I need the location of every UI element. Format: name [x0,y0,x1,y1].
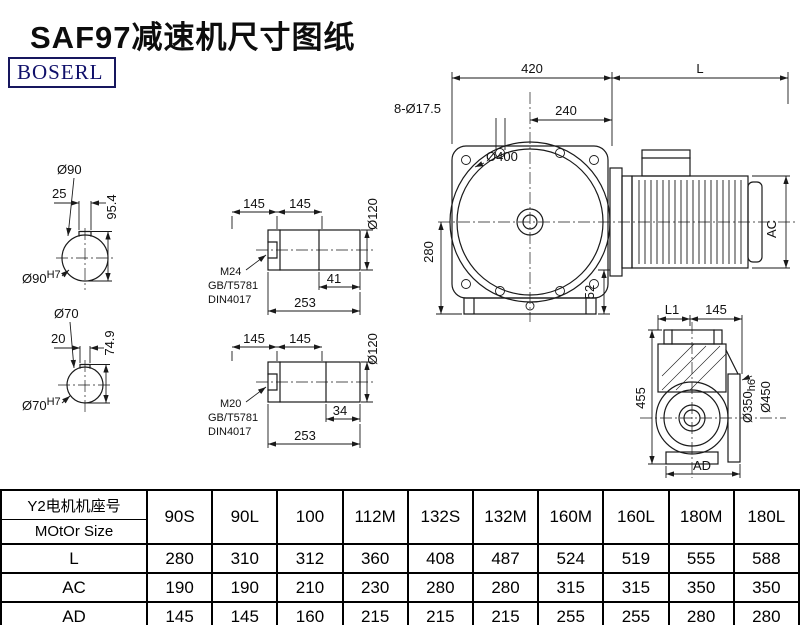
size-col-header: 90S [145,489,214,545]
size-col-header: 132S [406,489,474,545]
value-cell: 310 [211,543,279,574]
value-cell: 487 [471,543,540,574]
value-cell: 255 [602,601,670,625]
size-col-header: 160L [602,489,670,545]
header-motor-size-cell: Y2电机机座号 MOtOr Size [0,489,148,545]
shaft-view-m20: 145 145 Ø120 M20 GB/T5781 DIN4017 34 253 [208,331,380,448]
dim-shaft-a-dia: Ø120 [365,198,380,230]
label-bolt-holes: 8-Ø17.5 [394,101,441,116]
size-col-header: 132M [471,489,540,545]
dim-shaft-b-seg2: 145 [289,331,311,346]
value-cell: 524 [537,543,605,574]
row-label: L [0,543,148,574]
shaft-view-m24: 145 145 Ø120 M24 GB/T5781 DIN4017 41 253 [208,196,380,315]
table-row-L: L 280 310 312 360 408 487 524 519 555 58… [0,543,800,574]
table-header-row: Y2电机机座号 MOtOr Size 90S 90L 100 112M 132S… [0,489,800,545]
motor-size-table: Y2电机机座号 MOtOr Size 90S 90L 100 112M 132S… [0,489,800,625]
size-col-header: 112M [341,489,409,545]
header-cn: Y2电机机座号 [2,491,146,520]
section-view-90: 25 Ø90 95.4 Ø90H7 [22,162,119,290]
dim-dia-70: Ø70 [54,306,79,321]
label-thread-m24: M24 [220,266,241,278]
dim-240: 240 [555,103,577,118]
page-title: SAF97减速机尺寸图纸 [30,20,356,55]
size-col-header: 100 [276,489,344,545]
value-cell: 190 [211,572,279,603]
value-cell: 215 [471,601,540,625]
side-view: 455 L1 145 Ø350h6 Ø450 AD [633,302,786,478]
dim-shaft-b-seg1: 145 [243,331,265,346]
dim-bore-90: Ø90H7 [22,269,61,286]
value-cell: 190 [145,572,214,603]
table-row-AD: AD 145 145 160 215 215 215 255 255 280 2… [0,601,800,625]
dim-shaft-b-total: 253 [294,428,316,443]
size-col-header: 160M [537,489,605,545]
header-en: MOtOr Size [34,523,114,540]
dim-420: 420 [521,61,543,76]
value-cell: 280 [145,543,214,574]
dim-key-width-70: 20 [51,331,65,346]
row-label: AD [0,601,148,625]
label-std-gb-b: GB/T5781 [208,412,258,424]
dim-145: 145 [705,302,727,317]
dim-shaft-b-dia: Ø120 [365,333,380,365]
label-thread-m20: M20 [220,398,241,410]
dim-shaft-a-total: 253 [294,295,316,310]
value-cell: 280 [667,601,735,625]
dim-dia-350: Ø350h6 [740,379,758,423]
dim-height-95-4: 95.4 [104,194,119,219]
value-cell: 519 [602,543,670,574]
value-cell: 215 [406,601,474,625]
dim-shaft-a-thread-len: 41 [327,271,341,286]
table-row-AC: AC 190 190 210 230 280 280 315 315 350 3… [0,572,800,603]
value-cell: 255 [537,601,605,625]
dim-dia-450: Ø450 [758,381,773,413]
size-col-header: 180M [667,489,735,545]
value-cell: 315 [602,572,670,603]
value-cell: 360 [341,543,409,574]
dim-shaft-a-seg1: 145 [243,196,265,211]
dim-dia-90: Ø90 [57,162,82,177]
dim-motor-length: L [696,61,703,76]
value-cell: 280 [732,601,800,625]
size-col-header: 180L [732,489,800,545]
dim-shaft-b-thread-len: 34 [333,403,347,418]
dim-52: 52 [582,285,597,299]
dim-shaft-a-seg2: 145 [289,196,311,211]
logo-text: BOSERL [17,60,104,84]
dim-key-width-90: 25 [52,186,66,201]
value-cell: 210 [276,572,344,603]
value-cell: 312 [276,543,344,574]
label-std-din-a: DIN4017 [208,294,251,306]
value-cell: 555 [667,543,735,574]
logo-box: BOSERL [8,57,116,88]
dim-dia-400: Ø400 [486,149,518,164]
value-cell: 315 [537,572,605,603]
value-cell: 230 [341,572,409,603]
label-std-gb-a: GB/T5781 [208,280,258,292]
value-cell: 588 [732,543,800,574]
value-cell: 280 [471,572,540,603]
dim-height-74-9: 74.9 [102,330,117,355]
value-cell: 280 [406,572,474,603]
value-cell: 145 [145,601,214,625]
label-std-din-b: DIN4017 [208,426,251,438]
front-view: 420 L 8-Ø17.5 240 Ø400 280 52 [394,61,796,322]
dim-bore-70: Ø70H7 [22,396,61,413]
dim-ad: AD [693,458,711,473]
section-view-70: 20 Ø70 74.9 Ø70H7 [22,306,117,413]
value-cell: 160 [276,601,344,625]
value-cell: 350 [732,572,800,603]
dim-l1: L1 [665,302,679,317]
technical-drawing: 25 Ø90 95.4 Ø90H7 20 Ø70 74.9 Ø70H7 [22,61,796,478]
dim-ac: AC [764,220,779,238]
dim-280: 280 [421,241,436,263]
value-cell: 350 [667,572,735,603]
dim-455: 455 [633,387,648,409]
value-cell: 145 [211,601,279,625]
size-col-header: 90L [211,489,279,545]
value-cell: 408 [406,543,474,574]
row-label: AC [0,572,148,603]
value-cell: 215 [341,601,409,625]
